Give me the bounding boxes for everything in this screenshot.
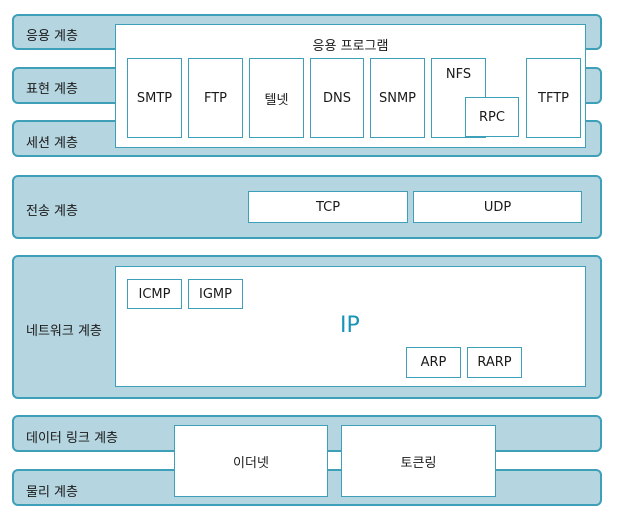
snmp-box: SNMP	[370, 58, 425, 138]
smtp-box: SMTP	[127, 58, 182, 138]
tcp-box: TCP	[248, 191, 408, 223]
token-ring-box: 토큰링	[341, 425, 496, 497]
transport-layer-label: 전송 계층	[26, 204, 78, 219]
physical-layer-label: 물리 계층	[26, 485, 78, 500]
network-layer-label: 네트워크 계층	[26, 324, 102, 339]
ip-label: IP	[340, 313, 360, 338]
telnet-box: 텔넷	[249, 58, 304, 138]
tftp-box: TFTP	[526, 58, 581, 138]
udp-box: UDP	[413, 191, 582, 223]
session-layer-label: 세션 계층	[26, 136, 78, 151]
rpc-box: RPC	[465, 97, 519, 137]
application-programs-title: 응용 프로그램	[312, 39, 389, 54]
arp-box: ARP	[406, 347, 461, 378]
datalink-layer-label: 데이터 링크 계층	[26, 431, 118, 446]
ftp-box: FTP	[188, 58, 243, 138]
rarp-box: RARP	[467, 347, 522, 378]
icmp-box: ICMP	[127, 279, 182, 309]
application-layer-label: 응용 계층	[26, 29, 78, 44]
presentation-layer-label: 표현 계층	[26, 82, 78, 97]
dns-box: DNS	[310, 58, 364, 138]
ethernet-box: 이더넷	[174, 425, 328, 497]
igmp-box: IGMP	[188, 279, 243, 309]
